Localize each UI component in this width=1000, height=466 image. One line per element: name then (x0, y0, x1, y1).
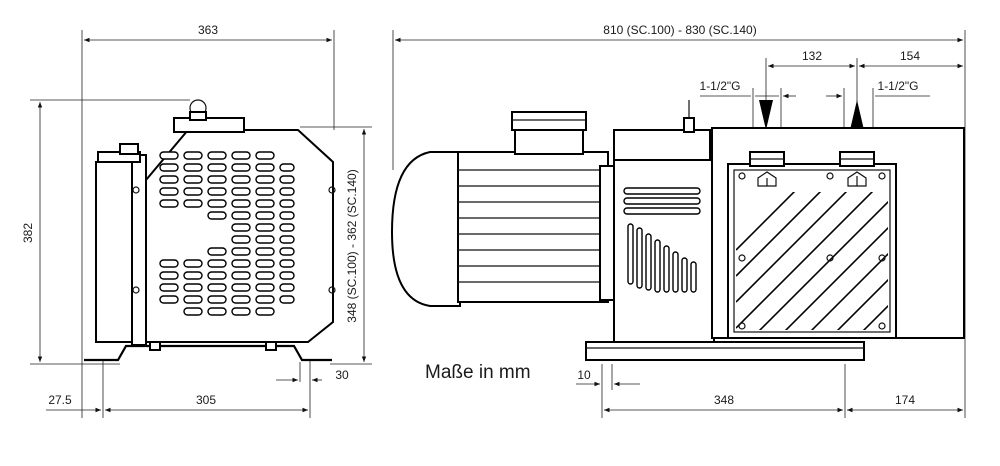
side-foot-spacing-label: 305 (196, 393, 216, 407)
front-rear-overhang-label: 174 (895, 393, 915, 407)
front-overall-length-label: 810 (SC.100) - 830 (SC.140) (603, 23, 756, 37)
side-foot-bracket (84, 344, 332, 362)
front-port-to-end-label: 154 (900, 49, 920, 63)
pump-cover-hatching (736, 192, 888, 330)
units-note: Maße in mm (425, 362, 531, 383)
inlet-port-icon (757, 171, 777, 187)
side-end-plate (95, 161, 137, 343)
side-overall-height-label: 382 (21, 223, 35, 243)
side-overall-width-label: 363 (198, 23, 218, 37)
motor-fan-cover (390, 151, 461, 307)
front-port-spacing-label: 132 (802, 49, 822, 63)
front-foot-offset-label: 10 (577, 368, 591, 382)
motor-body (457, 151, 609, 303)
side-foot-width-label: 30 (335, 368, 349, 382)
side-height-range-label: 348 (SC.100) - 362 (SC.140) (345, 169, 359, 322)
side-cooling-slots (159, 151, 295, 316)
front-outlet-thread-label: 1-1/2"G (878, 79, 919, 93)
front-inlet-thread-label: 1-1/2"G (700, 79, 741, 93)
inlet-flow-arrow-icon (759, 100, 773, 130)
base-plate (585, 341, 865, 361)
front-foot-spacing-label: 348 (714, 393, 734, 407)
side-base-offset-label: 27.5 (48, 393, 72, 407)
outlet-port-icon (847, 171, 867, 187)
outlet-flow-arrow-icon (850, 100, 864, 130)
side-view: 363 382 348 (SC.100) - 362 (SC.140) 27.5… (21, 23, 372, 418)
coupling-cooling-slots (623, 187, 701, 293)
front-view: 810 (SC.100) - 830 (SC.140) 132 154 1-1/… (390, 23, 966, 418)
